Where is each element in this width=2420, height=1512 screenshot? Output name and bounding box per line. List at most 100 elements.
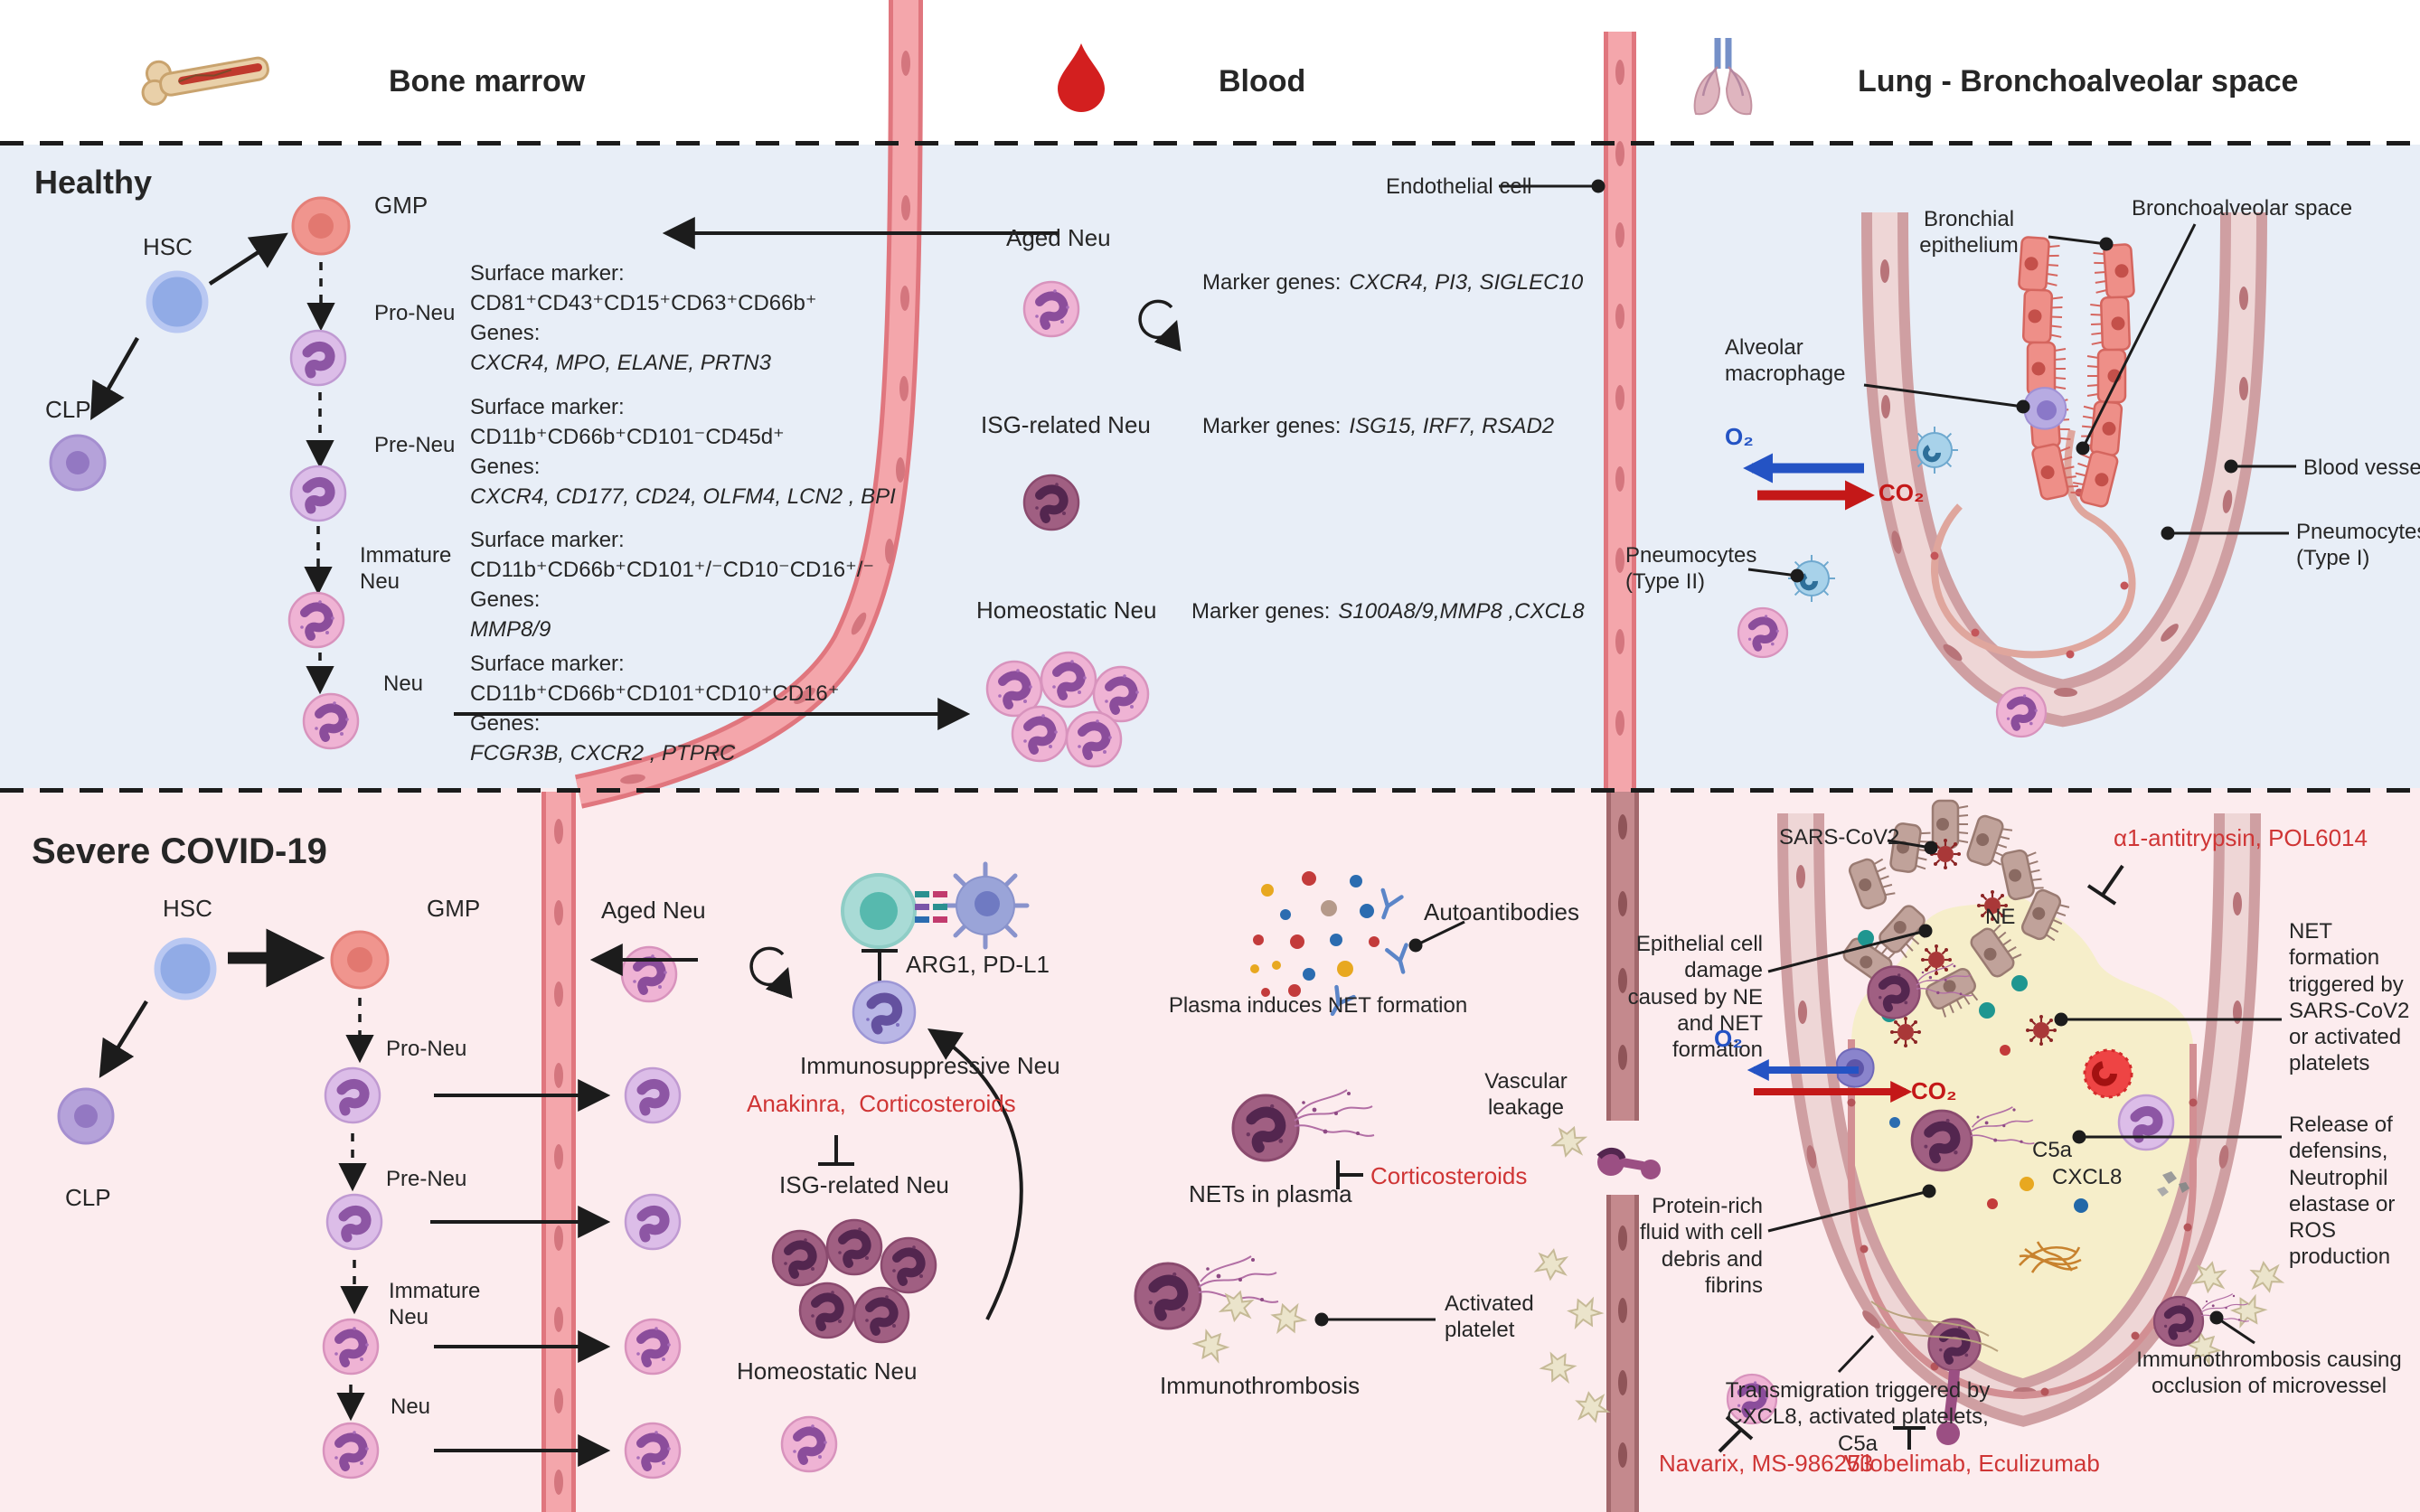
co2-label: CO₂ xyxy=(1879,479,1925,506)
severe-lung xyxy=(1718,799,2284,1453)
aged-neu-label: Aged Neu xyxy=(1006,224,1111,251)
arg1-inhibition-tee xyxy=(862,949,898,985)
gmp-cell xyxy=(291,196,351,256)
neu-label: Neu xyxy=(383,671,424,696)
header-lung: Lung - Bronchoalveolar space xyxy=(1858,64,2299,99)
ne-label: NE xyxy=(1985,905,2016,929)
clp-label: CLP xyxy=(45,396,91,423)
endothelial-cell-label: Endothelial cell xyxy=(1386,174,1532,199)
receptor-pairs xyxy=(915,891,947,923)
header-divider xyxy=(0,141,2420,146)
transmigration-label: Transmigration triggered by CXCL8, activ… xyxy=(1725,1378,1991,1456)
severe-hsc-label: HSC xyxy=(163,895,212,922)
vilobelimab-inhibition-tee xyxy=(1893,1426,1926,1450)
leaking-neutrophil xyxy=(1596,1148,1661,1179)
c5a-label: C5a xyxy=(2032,1138,2073,1162)
pro-neu-cell xyxy=(291,331,345,385)
immunosuppressive-neu-label: Immunosuppressive Neu xyxy=(800,1052,1060,1079)
pro-neu-markers: Surface marker: CD81⁺CD43⁺CD15⁺CD63⁺CD66… xyxy=(470,261,817,375)
pre-neu-cell xyxy=(327,1195,381,1249)
antitrypsin-label: α1-antitrypsin, POL6014 xyxy=(2114,824,2368,851)
severe-title: Severe COVID-19 xyxy=(32,831,327,871)
severe-clp-label: CLP xyxy=(65,1184,111,1211)
healthy-bone-marrow xyxy=(49,196,1059,748)
recycle-arrow xyxy=(751,948,786,984)
isg-neu-marker-genes: Marker genes:ISG15, IRF7, RSAD2 xyxy=(1202,414,1555,438)
pneumocyte-type2-cell xyxy=(1788,555,1835,602)
immunothrombosis-label: Immunothrombosis xyxy=(1160,1372,1361,1399)
bronchoalveolar-space-label: Bronchoalveolar space xyxy=(2132,196,2353,221)
plasma-net-label: Plasma induces NET formation xyxy=(1168,993,1468,1018)
healthy-title: Healthy xyxy=(34,164,153,201)
pro-neu-label: Pro-Neu xyxy=(374,301,456,325)
blood-drop-icon xyxy=(1058,43,1105,112)
hsc-label: HSC xyxy=(143,233,193,260)
pro-neu-cell xyxy=(325,1068,380,1122)
pneumocytes-type1-label: Pneumocytes (Type I) xyxy=(2296,520,2420,571)
severe-immature-neu-label: Immature Neu xyxy=(389,1279,481,1330)
aged-neu-cell xyxy=(1024,282,1078,336)
immunosuppressive-neu-cell xyxy=(853,981,915,1043)
activated-macrophage xyxy=(2083,1048,2133,1099)
aged-neu-cell xyxy=(622,947,676,1001)
release-label: Release of defensins, Neutrophil elastas… xyxy=(2289,1113,2396,1270)
antitrypsin-inhibition-tee xyxy=(2086,864,2124,906)
healthy-lung xyxy=(1499,179,2296,737)
anakinra-inhibition-tee xyxy=(818,1135,854,1166)
severe-o2-label: O₂ xyxy=(1714,1025,1743,1052)
corticosteroid-inhibition-tee xyxy=(1336,1160,1363,1189)
homeostatic-neu-cluster xyxy=(987,653,1148,766)
corticosteroids-label: Corticosteroids xyxy=(1370,1162,1528,1189)
severe-pre-neu-label: Pre-Neu xyxy=(386,1167,467,1191)
fibrin-strands xyxy=(1870,1301,1999,1352)
isg-neu-label: ISG-related Neu xyxy=(981,411,1151,438)
bronchial-epithelium-label: Bronchial epithelium xyxy=(1919,207,2019,258)
bone-marrow-blood-vessel-severe xyxy=(541,792,576,1512)
pre-neu-cell xyxy=(291,466,345,521)
severe-co2-label: CO₂ xyxy=(1911,1077,1957,1104)
vascular-leakage-label: Vascular leakage xyxy=(1484,1069,1568,1121)
isg-neu-cell xyxy=(1024,475,1078,530)
neu-cell xyxy=(304,694,358,748)
neutrophil xyxy=(1738,608,1787,657)
immature-neu-cell xyxy=(324,1319,378,1374)
isg-neu-cluster xyxy=(773,1220,936,1342)
protein-rich-fluid xyxy=(1851,891,2193,1395)
sars-cov2-label: SARS-CoV2 xyxy=(1779,825,1900,850)
c5a-molecule xyxy=(2020,1177,2034,1191)
severe-isg-label: ISG-related Neu xyxy=(779,1171,949,1198)
header-blood: Blood xyxy=(1219,64,1306,99)
hsc-cell xyxy=(157,941,213,997)
blood-lung-vessel-healthy xyxy=(1604,32,1636,792)
homeostatic-marker-genes: Marker genes:S100A8/9,MMP8 ,CXCL8 xyxy=(1191,599,1585,624)
severe-neu-label: Neu xyxy=(391,1395,431,1419)
autoantibody-scatter xyxy=(1250,871,1413,1019)
vilobelimab-label: Vilobelimab, Eculizumab xyxy=(1844,1450,2100,1477)
neu-markers: Surface marker: CD11b⁺CD66b⁺CD101⁺CD10⁺C… xyxy=(470,652,840,765)
gmp-cell xyxy=(330,930,390,990)
t-cell xyxy=(841,873,917,949)
header-bone-marrow: Bone marrow xyxy=(389,64,586,99)
clp-cell xyxy=(49,434,107,492)
neu-cell xyxy=(324,1423,378,1478)
autoantibodies-label: Autoantibodies xyxy=(1424,898,1580,925)
healthy-blood xyxy=(987,282,1175,766)
dendritic-cell xyxy=(944,864,1027,947)
immunothrombosis-group xyxy=(1135,1255,1308,1367)
severe-bone-marrow xyxy=(57,928,611,1478)
homeostatic-neu-cell xyxy=(782,1417,836,1471)
alveolar-macrophage-cell xyxy=(2023,387,2067,430)
severe-gmp-label: GMP xyxy=(427,895,481,922)
immature-neu-label: Immature Neu xyxy=(360,543,452,595)
immature-neu-markers: Surface marker: CD11b⁺CD66b⁺CD101⁺/⁻CD10… xyxy=(470,528,875,642)
anakinra-label: Anakinra, Corticosteroids xyxy=(747,1090,1016,1117)
protein-fluid-label: Protein-rich fluid with cell debris and … xyxy=(1639,1194,1763,1298)
immunothrombosis-occlusion-label: Immunothrombosis causing occlusion of mi… xyxy=(2136,1348,2402,1399)
cxcl8-label: CXCL8 xyxy=(2052,1165,2123,1189)
bone-marrow-blood-vessel-healthy xyxy=(574,0,923,809)
pre-neu-markers: Surface marker: CD11b⁺CD66b⁺CD101⁻CD45d⁺… xyxy=(470,395,896,509)
transmigrating-neutrophil xyxy=(1929,1319,1981,1445)
net-cell-plasma xyxy=(1233,1089,1375,1160)
arg1-pdl1-label: ARG1, PD-L1 xyxy=(906,951,1050,978)
